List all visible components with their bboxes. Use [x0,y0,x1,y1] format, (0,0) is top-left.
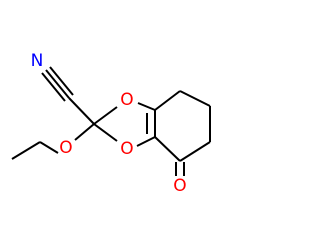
bond-ch2-ch3 [11,141,41,160]
bond-o3-c2 [93,123,118,142]
ring-oxygen-top-label: O [120,90,133,110]
molecule-structure: N O O O O [11,51,211,196]
bond-c7-c7a [154,136,181,162]
bond-nitrile-triple-a [45,69,70,99]
dioxole-ring [93,102,156,147]
bond-c7a-o3 [136,136,156,147]
bond-c6-c7 [179,141,211,162]
bond-nitrile-triple-c [49,66,74,96]
nitrile-group [41,66,95,125]
ring-oxygen-bottom-label: O [120,139,133,159]
bond-ether-o-ch2 [39,141,59,154]
bond-nitrile-triple-b [41,72,66,102]
bond-c2-nitrile-carbon [68,97,95,125]
bond-c2-o1 [93,106,118,125]
ketone-group [175,162,185,176]
bond-c4-c5 [179,90,211,107]
bond-c2-ether-o [74,123,95,141]
nitrile-nitrogen-label: N [31,51,44,71]
cyclohexenone-ring [154,90,211,162]
bond-o1-c3a [137,102,156,111]
bond-c3a-c4 [154,90,181,111]
ethoxy-group [11,123,95,160]
ketone-oxygen-label: O [173,176,186,196]
ether-oxygen-label: O [59,138,72,158]
